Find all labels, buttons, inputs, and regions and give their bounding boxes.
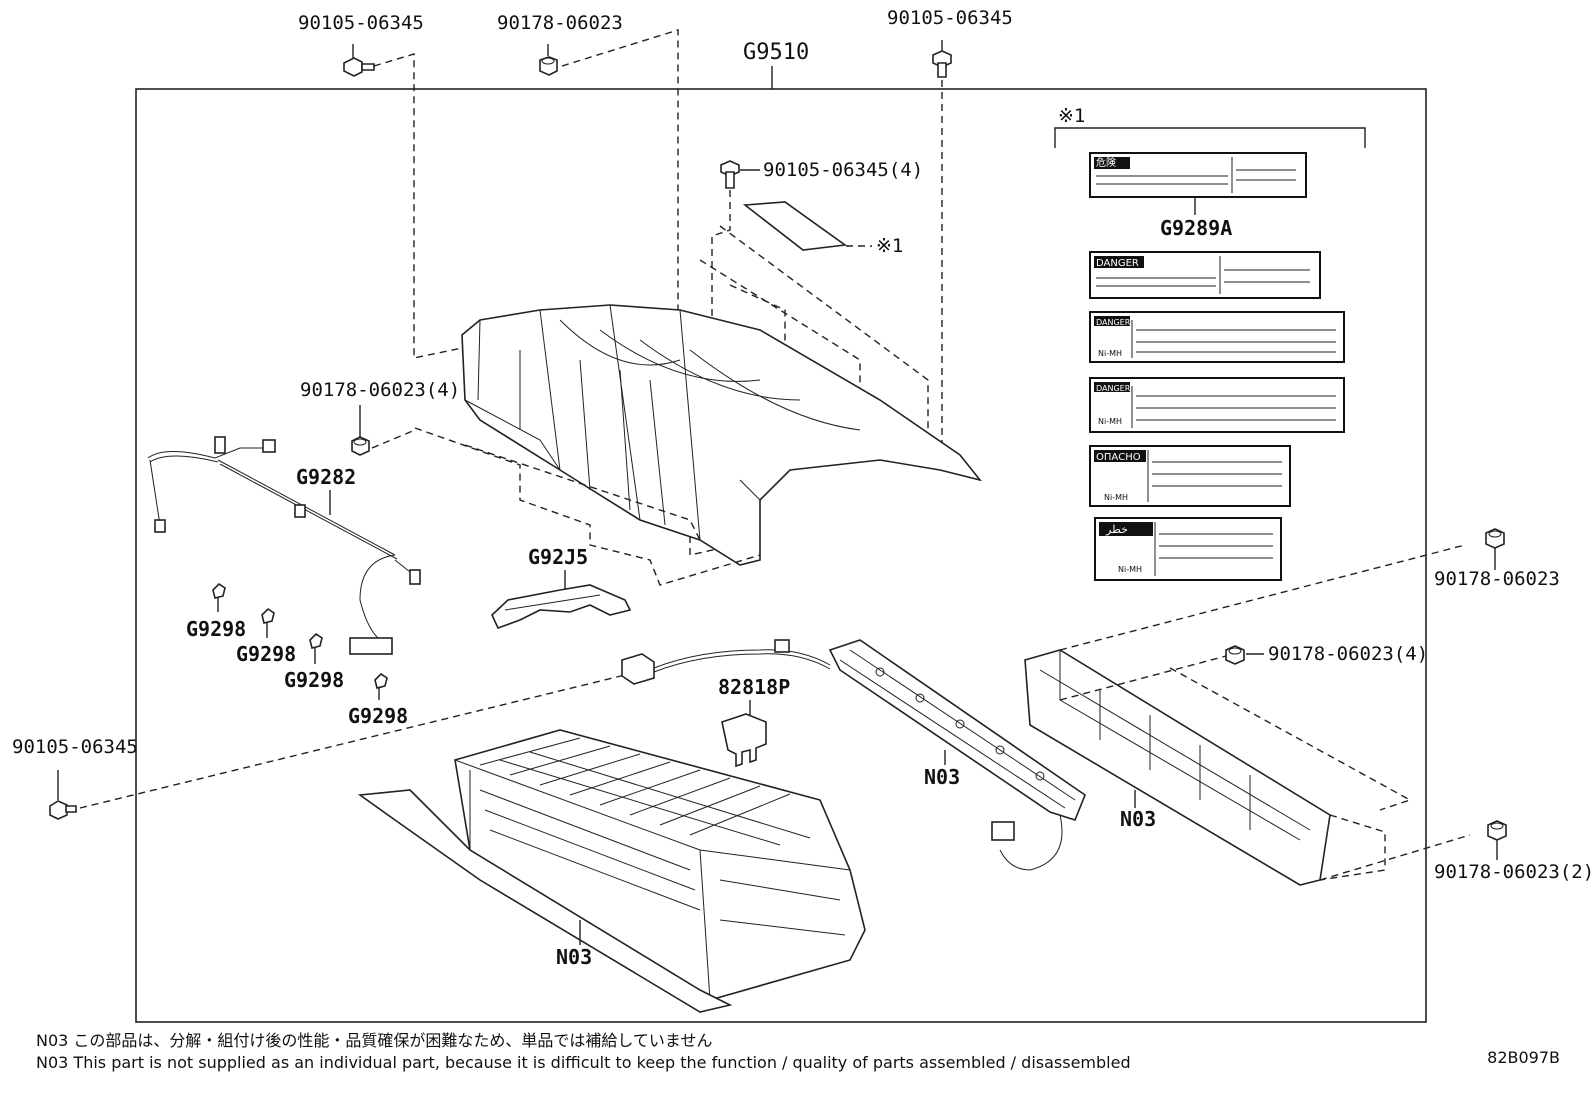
wire-harness-g9282[interactable] <box>147 436 421 655</box>
label-bolt-left[interactable]: 90105-06345 <box>12 736 138 758</box>
label-ref-mark-labels: ※1 <box>1058 105 1085 127</box>
label-n03-right[interactable]: N03 <box>1120 807 1156 831</box>
plate-heading-ru: ОПАСНО <box>1096 452 1141 463</box>
label-g9298-b[interactable]: G9298 <box>236 642 296 666</box>
note-en: N03 This part is not supplied as an indi… <box>36 1053 1131 1072</box>
battery-stack-n03[interactable] <box>357 729 866 1013</box>
bracket-82818p[interactable] <box>721 713 767 768</box>
nut-right-top-icon[interactable] <box>1485 528 1505 549</box>
clip-g9298-a-icon[interactable] <box>212 582 226 599</box>
plate-nimh-4: Ni-MH <box>1118 565 1142 574</box>
plate-heading-en-3: DANGER <box>1096 384 1131 393</box>
plate-heading-en-2: DANGER <box>1096 318 1131 327</box>
nut-left-icon[interactable] <box>351 436 370 456</box>
plate-heading-jp: 危険 <box>1096 157 1116 169</box>
bolt-top-left-icon[interactable] <box>343 57 375 77</box>
label-n03-center[interactable]: N03 <box>924 765 960 789</box>
gasket-g92j5[interactable] <box>491 584 632 630</box>
label-bolt-top-left[interactable]: 90105-06345 <box>298 12 424 34</box>
label-nut-right-mid[interactable]: 90178-06023(4) <box>1268 643 1428 665</box>
label-g9298-a[interactable]: G9298 <box>186 617 246 641</box>
label-g9289a[interactable]: G9289A <box>1160 216 1232 240</box>
label-nut-right-bottom[interactable]: 90178-06023(2) <box>1434 861 1592 883</box>
warning-plate-en-3 <box>1089 377 1345 433</box>
warning-plate-ar <box>1094 517 1282 581</box>
label-82818p[interactable]: 82818P <box>718 675 790 699</box>
label-g9298-d[interactable]: G9298 <box>348 704 408 728</box>
warning-plate-ru <box>1089 445 1291 507</box>
wire-harness-center[interactable] <box>621 639 831 685</box>
footnotes: N03 この部品は、分解・組付け後の性能・品質確保が困難なため、単品では補給して… <box>36 1030 1131 1074</box>
label-g9282[interactable]: G9282 <box>296 465 356 489</box>
label-g92j5[interactable]: G92J5 <box>528 545 588 569</box>
plate-nimh-2: Ni-MH <box>1098 417 1122 426</box>
warning-plate-en-2 <box>1089 311 1345 363</box>
clip-g9298-c-icon[interactable] <box>309 632 323 649</box>
nut-top-center-icon[interactable] <box>539 56 558 76</box>
label-bolt-top-right[interactable]: 90105-06345 <box>887 7 1013 29</box>
bolt-top-right-icon[interactable] <box>932 50 952 78</box>
bolt-left-icon[interactable] <box>49 800 77 820</box>
plate-heading-en-1: DANGER <box>1096 258 1139 269</box>
cover-label-sheet <box>742 201 848 251</box>
label-g9298-c[interactable]: G9298 <box>284 668 344 692</box>
nut-right-bottom-icon[interactable] <box>1487 820 1507 841</box>
warning-plate-en-1 <box>1089 251 1321 299</box>
label-g9510[interactable]: G9510 <box>743 40 809 65</box>
diagram-code: 82B097B <box>1487 1048 1560 1067</box>
label-nut-right-top[interactable]: 90178-06023 <box>1434 568 1560 590</box>
warning-plate-jp <box>1089 152 1307 198</box>
battery-frame-n03-right[interactable] <box>1024 649 1331 886</box>
plate-nimh-1: Ni-MH <box>1098 349 1122 358</box>
label-ref-mark-cover: ※1 <box>876 235 903 257</box>
plate-heading-ar: خطر <box>1105 523 1128 536</box>
busbar-module-n03-center[interactable] <box>828 639 1086 871</box>
clip-g9298-d-icon[interactable] <box>374 672 388 689</box>
label-nut-top-center[interactable]: 90178-06023 <box>497 12 623 34</box>
label-nut-left[interactable]: 90178-06023(4) <box>300 379 460 401</box>
note-jp: N03 この部品は、分解・組付け後の性能・品質確保が困難なため、単品では補給して… <box>36 1031 713 1050</box>
nut-right-mid-icon[interactable] <box>1225 645 1245 665</box>
label-n03-bottom[interactable]: N03 <box>556 945 592 969</box>
bolt-cover-icon[interactable] <box>720 160 740 189</box>
battery-upper-cover[interactable] <box>461 304 983 566</box>
plate-nimh-3: Ni-MH <box>1104 493 1128 502</box>
clip-g9298-b-icon[interactable] <box>261 607 275 624</box>
label-bolt-cover[interactable]: 90105-06345(4) <box>763 159 923 181</box>
